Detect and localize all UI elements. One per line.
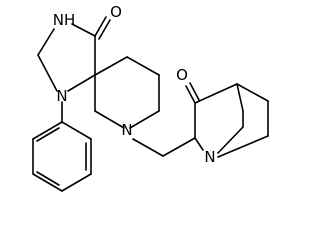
bond-c-o-1b xyxy=(98,19,111,40)
bond-c4-cc xyxy=(236,83,244,112)
atom-label-n-bridgehead: N xyxy=(204,148,215,166)
bond-n-spiro xyxy=(67,74,96,92)
bond-cd-nbridge xyxy=(217,126,244,154)
bond-nh-ch2 xyxy=(37,28,55,56)
bond-ph-3 xyxy=(61,173,92,192)
bond-ph-inner-2 xyxy=(36,171,60,186)
bond-c4-ca xyxy=(236,83,269,102)
bond-ch2-c2 xyxy=(162,137,196,157)
bond-pip-5 xyxy=(94,110,125,129)
bond-pip-1 xyxy=(94,56,128,76)
atom-label-n-phenyl: N xyxy=(56,87,67,105)
bond-ph-inner-3 xyxy=(36,127,60,142)
bond-pip-2 xyxy=(126,56,160,76)
bond-ph-1 xyxy=(61,121,92,140)
bond-ch2-n xyxy=(37,54,58,92)
bond-c3-o xyxy=(185,85,196,104)
bond-cb-nbridge xyxy=(217,135,269,158)
structure-canvas: NH O N N O N xyxy=(32,3,269,192)
bond-c3-ob xyxy=(189,82,200,101)
bond-c-o-1 xyxy=(94,16,107,37)
bond-ph-4 xyxy=(32,173,63,192)
bond-pip-4 xyxy=(129,110,160,129)
bond-pipn-ch2 xyxy=(132,138,164,157)
atom-label-nh: NH xyxy=(53,11,76,29)
bond-ph-6 xyxy=(32,121,63,140)
molecule-drawing: NH O N N O N xyxy=(32,3,269,192)
bond-c3-c4 xyxy=(194,83,238,104)
bond-nh-carbonyl xyxy=(71,23,96,37)
atom-label-o-ketone: O xyxy=(176,66,188,84)
bond-c2-nbridge xyxy=(194,137,204,151)
atom-label-n-piperidine: N xyxy=(121,121,132,139)
atom-label-o-carbonyl: O xyxy=(110,3,122,21)
